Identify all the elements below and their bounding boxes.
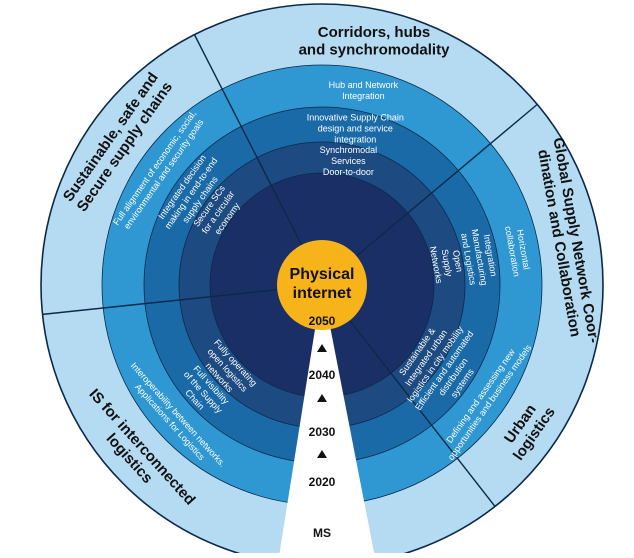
segment-text-line: Synchromodal	[320, 145, 378, 155]
timeline-start-label: MS	[313, 526, 331, 540]
segment-divider	[349, 320, 496, 507]
center-circle	[277, 240, 367, 330]
segment-divider	[193, 34, 303, 246]
center-title-line2: internet	[293, 285, 352, 302]
ring-outlines	[40, 3, 604, 558]
segment-divider	[356, 103, 538, 257]
center-year: 2050	[309, 314, 336, 328]
timeline-year: 2020	[309, 475, 336, 489]
segment-text-line: Services	[331, 156, 366, 166]
segment-text-line: Innovative Supply Chain	[307, 113, 404, 123]
segment-text-line: design and service	[318, 124, 393, 134]
timeline-arrow-icon	[317, 394, 327, 402]
segment-text-line: Supply	[440, 248, 455, 277]
segment-text-line: Hub and Network	[329, 80, 399, 90]
timeline-arrow-icon	[317, 450, 327, 458]
segment-text-line: Corridors, hubs	[318, 24, 431, 41]
timeline-year: 2040	[309, 368, 336, 382]
segment-text-line: Open	[451, 249, 465, 272]
timeline-arrow-icon	[317, 344, 327, 352]
segment-text-line: Door-to-door	[323, 167, 374, 177]
segment-text-line: and synchromodality	[299, 41, 451, 58]
center-title-line1: Physical	[290, 266, 355, 283]
timeline-wedge	[278, 329, 376, 558]
segment-divider	[42, 289, 278, 316]
timeline-year: 2030	[309, 425, 336, 439]
segment-text-line: integration	[334, 135, 376, 145]
ring-outline	[40, 3, 604, 558]
segment-text-line: Integration	[342, 91, 385, 101]
segment-dividers	[42, 34, 538, 507]
